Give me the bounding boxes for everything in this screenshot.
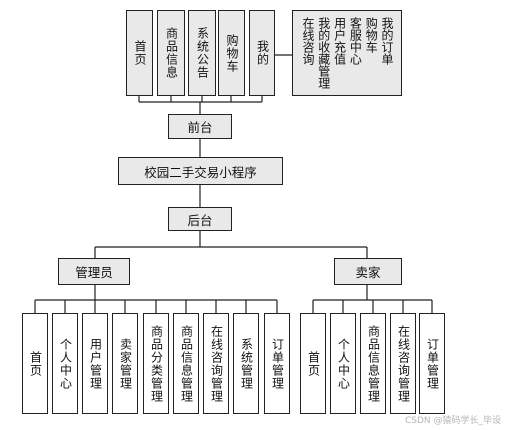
front-node-home-label: 首页 bbox=[133, 40, 147, 66]
admin-node-home-label: 首页 bbox=[28, 350, 43, 377]
admin-node-categories: 商品分类管理 bbox=[143, 313, 169, 414]
seller-node-product-info-label: 商品信息管理 bbox=[366, 324, 381, 403]
front-node-home: 首页 bbox=[126, 10, 153, 96]
admin-node-home: 首页 bbox=[22, 313, 48, 414]
mine-submenu-cart: 购物车 bbox=[364, 17, 379, 53]
seller-node-orders-label: 订单管理 bbox=[425, 337, 440, 390]
seller-node-orders: 订单管理 bbox=[419, 313, 445, 414]
front-node-mine: 我的 bbox=[249, 10, 275, 96]
admin-node-orders: 订单管理 bbox=[264, 313, 290, 414]
front-node-cart: 购物车 bbox=[218, 10, 245, 96]
front-node-product-info: 商品信息 bbox=[157, 10, 185, 96]
admin-node-system: 系统管理 bbox=[233, 313, 259, 414]
front-node-product-info-label: 商品信息 bbox=[164, 27, 179, 79]
admin-node-profile-label: 个人中心 bbox=[58, 337, 73, 390]
front-node-cart-label: 购物车 bbox=[225, 33, 239, 73]
backend-root-node: 后台 bbox=[168, 207, 232, 231]
seller-node-home: 首页 bbox=[300, 313, 326, 414]
mine-submenu-service-center: 客服中心 bbox=[348, 17, 363, 65]
mine-submenu-favorites: 我的收藏管理 bbox=[316, 17, 331, 89]
frontend-root-node: 前台 bbox=[168, 114, 232, 139]
front-node-mine-label: 我的 bbox=[255, 40, 270, 66]
admin-node-system-label: 系统管理 bbox=[239, 337, 254, 390]
seller-node-profile: 个人中心 bbox=[330, 313, 356, 414]
seller-role-label: 卖家 bbox=[355, 265, 381, 280]
admin-node-consult-label: 在线咨询管理 bbox=[209, 324, 224, 403]
admin-node-product-info: 商品信息管理 bbox=[173, 313, 199, 414]
admin-node-sellers: 卖家管理 bbox=[112, 313, 138, 414]
watermark: CSDN @猿码学长_毕设 bbox=[404, 416, 501, 426]
seller-node-product-info: 商品信息管理 bbox=[360, 313, 386, 414]
admin-node-users: 用户管理 bbox=[82, 313, 108, 414]
admin-node-product-info-label: 商品信息管理 bbox=[179, 324, 194, 403]
frontend-root-label: 前台 bbox=[187, 120, 213, 135]
mine-submenu-recharge: 用户充值 bbox=[332, 17, 347, 65]
front-node-announcements-label: 系统公告 bbox=[195, 27, 210, 79]
system-title-label: 校园二手交易小程序 bbox=[144, 164, 257, 180]
mine-submenu-consult: 在线咨询 bbox=[301, 17, 315, 65]
admin-node-orders-label: 订单管理 bbox=[270, 337, 285, 390]
admin-node-profile: 个人中心 bbox=[52, 313, 78, 414]
seller-node-home-label: 首页 bbox=[306, 350, 321, 377]
admin-role-node: 管理员 bbox=[58, 258, 130, 285]
admin-role-label: 管理员 bbox=[75, 265, 113, 280]
mine-submenu-group: 我的订单 购物车 客服中心 用户充值 我的收藏管理 在线咨询 bbox=[292, 10, 402, 96]
seller-node-profile-label: 个人中心 bbox=[336, 337, 351, 390]
seller-node-consult: 在线咨询管理 bbox=[390, 313, 416, 414]
admin-node-categories-label: 商品分类管理 bbox=[149, 324, 164, 403]
front-node-announcements: 系统公告 bbox=[188, 10, 216, 96]
admin-node-users-label: 用户管理 bbox=[88, 337, 103, 390]
admin-node-consult: 在线咨询管理 bbox=[203, 313, 229, 414]
admin-node-sellers-label: 卖家管理 bbox=[118, 337, 133, 390]
backend-root-label: 后台 bbox=[187, 212, 213, 228]
seller-node-consult-label: 在线咨询管理 bbox=[396, 324, 411, 403]
system-title-node: 校园二手交易小程序 bbox=[118, 157, 283, 185]
seller-role-node: 卖家 bbox=[334, 258, 402, 285]
mine-submenu-my-orders: 我的订单 bbox=[379, 17, 394, 65]
